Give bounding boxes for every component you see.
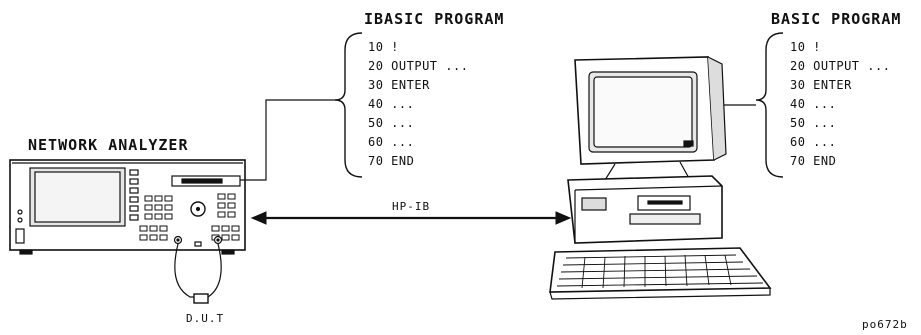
basic-line: 30 ENTER <box>790 78 852 92</box>
hpib-bus-arrow <box>250 211 572 225</box>
ibasic-leader-line <box>240 99 335 181</box>
figure-id-label: po672b <box>862 318 908 331</box>
analyzer-softkeys <box>129 169 139 221</box>
ibasic-brace <box>334 32 363 178</box>
ibasic-program-title: IBASIC PROGRAM <box>364 10 505 28</box>
ibasic-line: 10 ! <box>368 40 399 54</box>
ibasic-line: 20 OUTPUT ... <box>368 59 469 73</box>
basic-program-title: BASIC PROGRAM <box>771 10 902 28</box>
network-analyzer-label: NETWORK ANALYZER <box>28 136 189 154</box>
basic-line: 70 END <box>790 154 837 168</box>
ibasic-program-listing: 10 ! 20 OUTPUT ... 30 ENTER 40 ... 50 ..… <box>368 38 468 171</box>
keyboard-keys <box>556 254 764 289</box>
basic-program-listing: 10 ! 20 OUTPUT ... 30 ENTER 40 ... 50 ..… <box>790 38 890 171</box>
dut-connection <box>174 243 222 304</box>
ibasic-line: 60 ... <box>368 135 415 149</box>
dut-label: D.U.T <box>186 312 225 325</box>
ibasic-line: 30 ENTER <box>368 78 430 92</box>
ibasic-line: 70 END <box>368 154 415 168</box>
analyzer-keypad <box>139 193 240 241</box>
ibasic-line: 40 ... <box>368 97 415 111</box>
basic-line: 10 ! <box>790 40 821 54</box>
computer-workstation <box>549 56 772 300</box>
basic-brace <box>755 32 784 178</box>
basic-line: 40 ... <box>790 97 837 111</box>
dut-box <box>193 293 209 304</box>
basic-line: 60 ... <box>790 135 837 149</box>
hpib-label: HP-IB <box>392 200 431 213</box>
basic-line: 20 OUTPUT ... <box>790 59 891 73</box>
network-analyzer-instrument <box>9 159 246 255</box>
ibasic-line: 50 ... <box>368 116 415 130</box>
analyzer-knob <box>190 201 206 217</box>
basic-line: 50 ... <box>790 116 837 130</box>
